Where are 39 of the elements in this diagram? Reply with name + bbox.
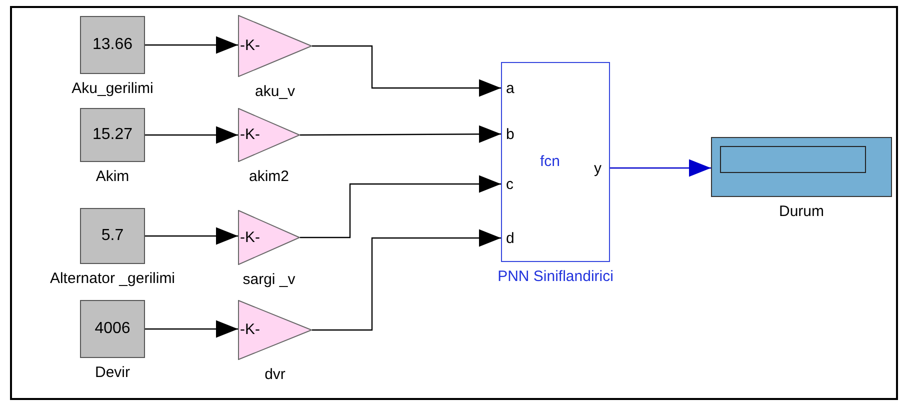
block-label: akim2 (248, 168, 289, 186)
block-label: aku_v (254, 83, 296, 101)
block-label: Durum (778, 203, 824, 221)
block-label: dvr (264, 366, 286, 384)
signal-arrow (145, 36, 238, 54)
block-label: Alternator _gerilimi (50, 270, 176, 288)
signal-arrow (312, 45, 501, 97)
block-label: sargi _v (242, 271, 296, 289)
constant-block: 4006 (80, 300, 145, 358)
gain-block (238, 210, 300, 265)
signal-arrow (300, 125, 501, 143)
input-port-label: d (506, 230, 514, 248)
gain-value: -K- (240, 126, 260, 144)
block-label: Devir (94, 364, 130, 382)
signal-arrow (145, 126, 238, 144)
input-port-label: c (506, 176, 514, 194)
constant-block: 13.66 (80, 16, 145, 74)
gain-value: -K- (240, 37, 260, 55)
function-block (501, 62, 610, 262)
input-port-label: b (506, 126, 514, 144)
input-port-label: a (506, 80, 514, 98)
signal-arrow (312, 229, 501, 331)
block-name: PNN Siniflandirici (498, 268, 614, 286)
gain-value: -K- (240, 321, 260, 339)
signal-arrow (610, 159, 711, 177)
gain-block (238, 300, 312, 360)
display-drawing (711, 137, 892, 197)
block-label: Akim (96, 168, 130, 186)
gain-value: -K- (240, 228, 260, 246)
signal-arrow (300, 175, 501, 238)
signal-arrow (145, 320, 238, 338)
constant-block: 5.7 (80, 208, 145, 264)
function-name: fcn (540, 153, 560, 171)
signal-arrow (145, 227, 238, 245)
constant-block: 15.27 (80, 108, 145, 162)
gain-block (238, 108, 300, 162)
block-label: Aku_gerilimi (72, 80, 154, 98)
output-port-label: y (594, 160, 602, 178)
gain-block (238, 15, 312, 77)
